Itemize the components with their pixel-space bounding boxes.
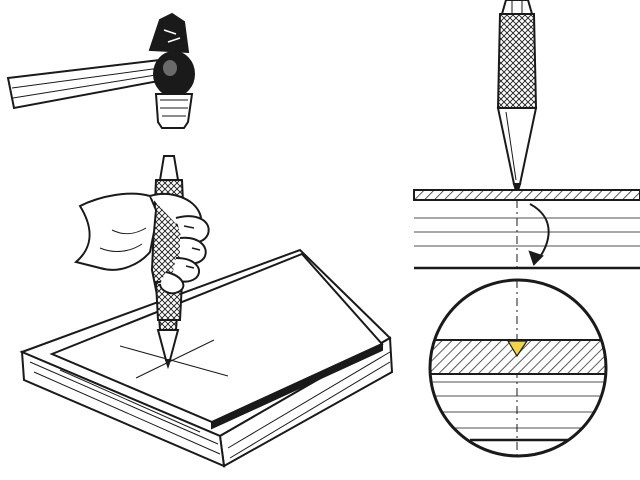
- scriber-icon: [496, 0, 538, 198]
- plate-section: [413, 189, 640, 270]
- hand-icon: [73, 192, 210, 295]
- hammer-icon: [6, 12, 195, 129]
- metal-plate-icon: [19, 248, 394, 468]
- punch-mark-icon: [506, 340, 529, 358]
- magnifier-icon: [428, 278, 608, 458]
